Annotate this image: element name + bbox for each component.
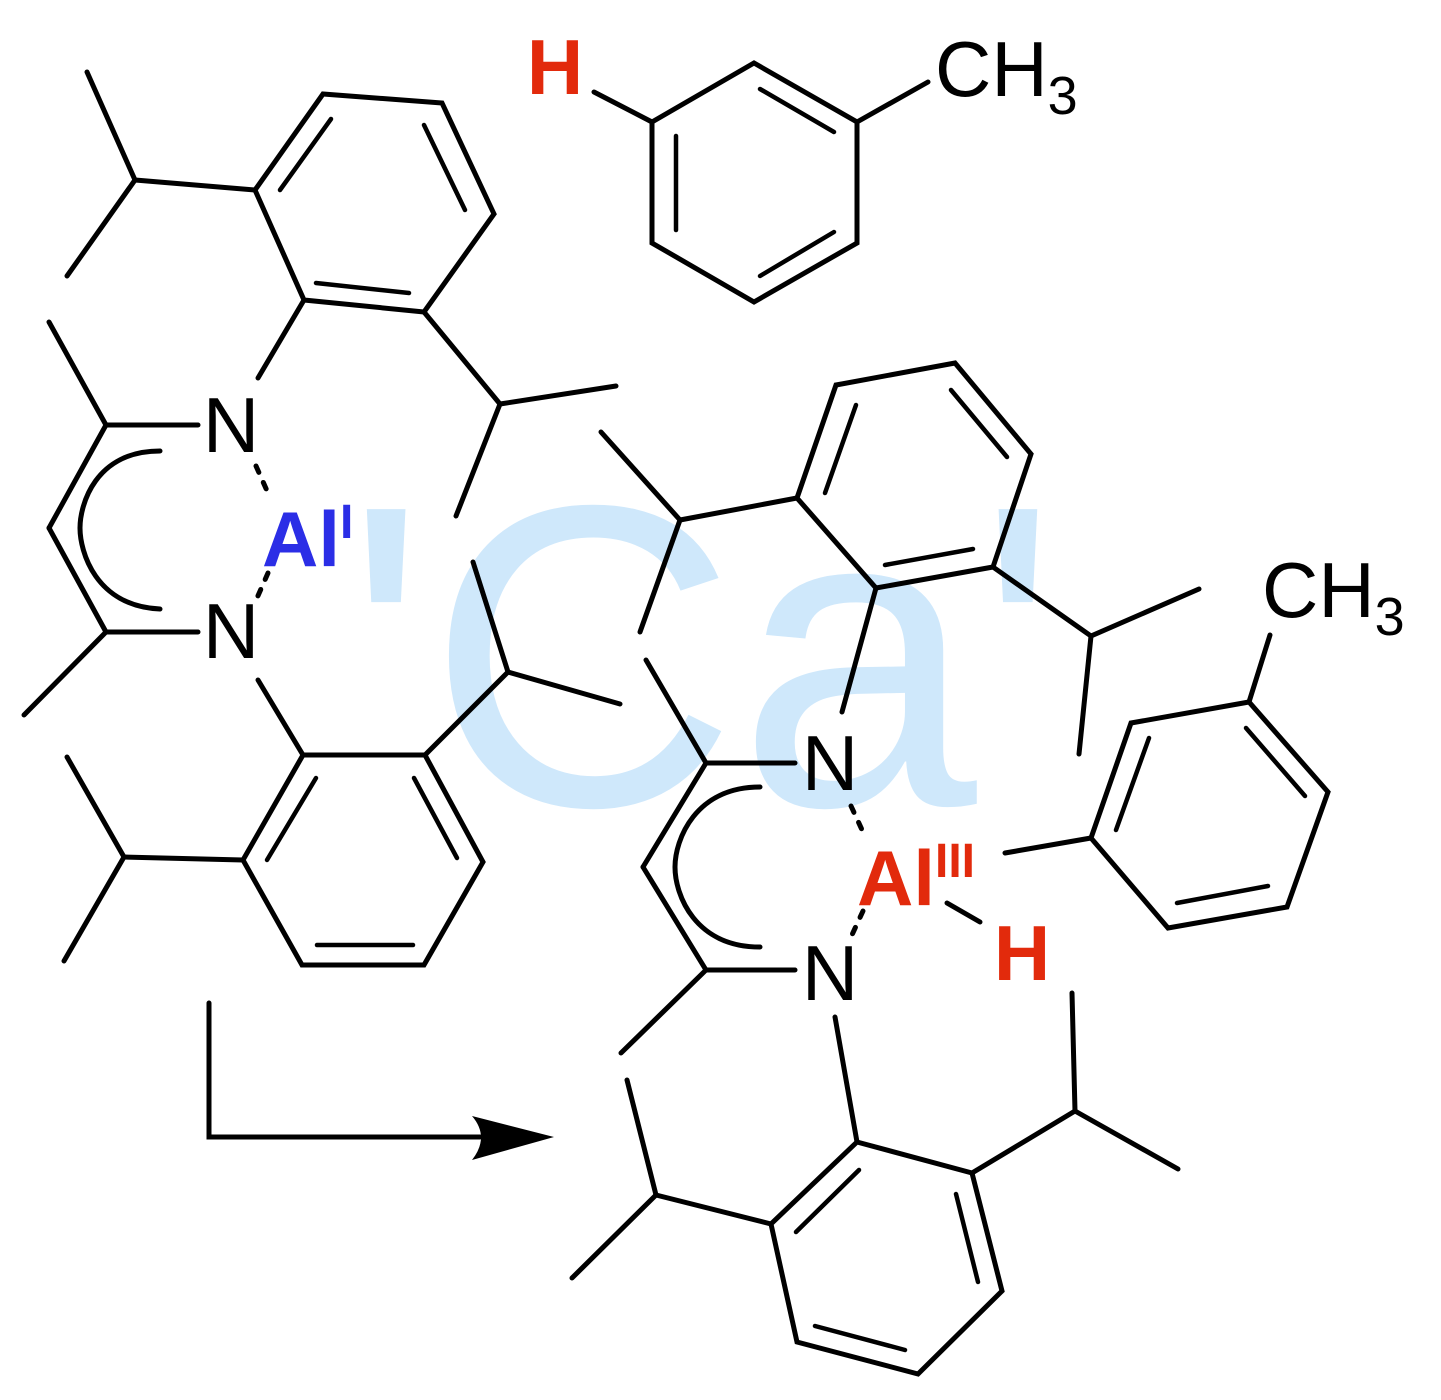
product-tolyl-methyl-label: CH3	[1262, 546, 1405, 647]
reactant-nacnac-backbone	[21, 319, 271, 718]
product-nacnac-backbone	[618, 657, 866, 1056]
product-nitrogen-top: N	[802, 719, 858, 807]
product-nitrogen-bottom: N	[802, 929, 858, 1017]
product-tolyl-methyl-subscript: 3	[1375, 587, 1405, 647]
aluminium-one-symbol: Al	[262, 495, 340, 583]
reactant-complex: N N AlI	[21, 69, 623, 968]
product-lower-aryl-ring	[569, 990, 1181, 1377]
product-complex: CH3 N N AlIII H	[569, 360, 1405, 1377]
product-tolyl-ring: CH3	[1088, 546, 1405, 931]
watermark-text: 'Ca'	[345, 417, 1059, 897]
aluminium-three-label: AlIII	[857, 834, 975, 922]
toluene-methyl-label: CH3	[935, 25, 1078, 126]
product-tolyl-methyl-base: CH	[1262, 546, 1375, 634]
aluminium-three-symbol: Al	[857, 834, 935, 922]
bent-reaction-arrow-icon	[206, 1000, 554, 1160]
aluminium-one-label: AlI	[262, 495, 353, 583]
reactant-upper-aryl-ring	[64, 69, 619, 519]
reactant-lower-aryl-ring	[61, 559, 623, 968]
toluene-molecule: H CH3	[527, 23, 1078, 305]
product-upper-aryl-ring	[598, 360, 1202, 757]
aluminium-one-oxidation-state: I	[340, 496, 353, 549]
aluminium-three-oxidation-state: III	[935, 835, 975, 888]
product-hydride: H	[994, 909, 1050, 997]
reactant-nitrogen-top: N	[203, 381, 259, 469]
toluene-methyl-base: CH	[935, 25, 1048, 113]
toluene-methyl-subscript: 3	[1048, 66, 1078, 126]
toluene-hydrogen: H	[527, 23, 583, 111]
reactant-nitrogen-bottom: N	[203, 587, 259, 675]
arrow-head-icon	[472, 1116, 554, 1160]
